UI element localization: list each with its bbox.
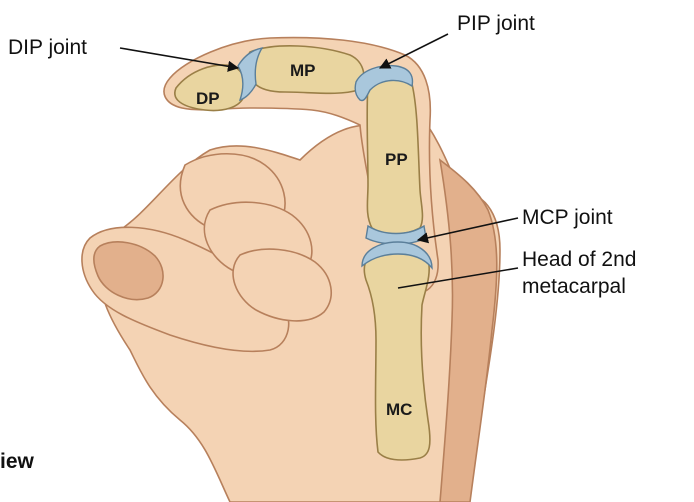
mcp-joint-label: MCP joint	[522, 206, 613, 229]
bone-label-dp: DP	[196, 89, 220, 108]
bones	[174, 45, 431, 461]
head-metacarpal-label-line2: metacarpal	[522, 275, 626, 298]
pip-joint-cartilage	[354, 64, 414, 102]
mcp-joint-cartilage-head	[361, 241, 433, 270]
thumbnail-shape	[92, 241, 164, 301]
bone-label-pp: PP	[385, 150, 408, 169]
mcp-joint-leader	[416, 217, 519, 244]
pip-joint-leader	[378, 33, 449, 69]
hand-skin	[81, 36, 501, 502]
dip-joint-leader	[119, 47, 240, 72]
bone-label-mc: MC	[386, 400, 412, 419]
hand-ridge	[438, 158, 498, 502]
dip-joint-cartilage	[237, 47, 264, 102]
bone-label-mp: MP	[290, 61, 316, 80]
head-metacarpal-label-line1: Head of 2nd	[522, 248, 636, 271]
joints	[237, 47, 433, 270]
dip-joint-label: DIP joint	[8, 36, 87, 59]
pip-joint-label: PIP joint	[457, 12, 535, 35]
head-metacarpal-leader	[397, 267, 519, 289]
view-caption-partial: iew	[0, 450, 35, 473]
second-metacarpal	[363, 246, 431, 461]
curled-finger-3	[232, 248, 332, 322]
